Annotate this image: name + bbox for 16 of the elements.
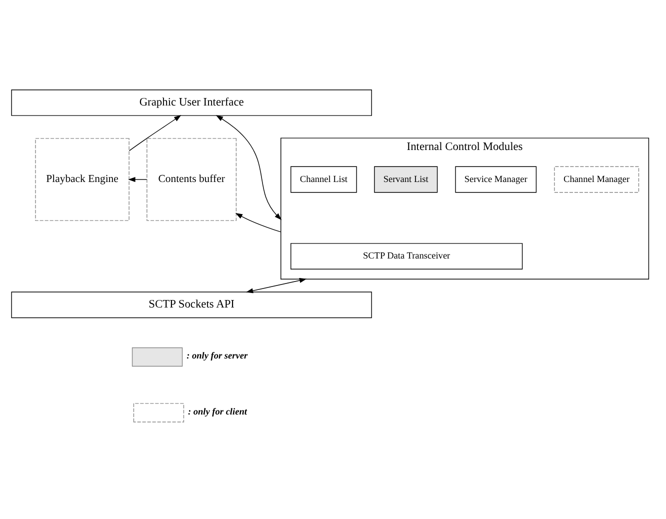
arrow [128, 115, 182, 152]
arrow [246, 278, 307, 294]
node-box: Contents buffer [146, 138, 237, 221]
node-box: Channel List [290, 166, 357, 193]
legend-label: : only for client [188, 407, 247, 418]
node-box: Playback Engine [35, 138, 130, 221]
legend-label: : only for server [186, 352, 248, 362]
node-box: Servant List [374, 166, 438, 193]
node-box: Service Manager [455, 166, 537, 193]
arrow [128, 177, 148, 182]
node-box: Channel Manager [554, 166, 640, 193]
arrow [235, 212, 282, 232]
arrow [216, 115, 282, 220]
node-box: SCTP Data Transceiver [290, 243, 523, 270]
node-box: SCTP Sockets API [11, 292, 372, 318]
node-box: Graphic User Interface [11, 90, 372, 116]
